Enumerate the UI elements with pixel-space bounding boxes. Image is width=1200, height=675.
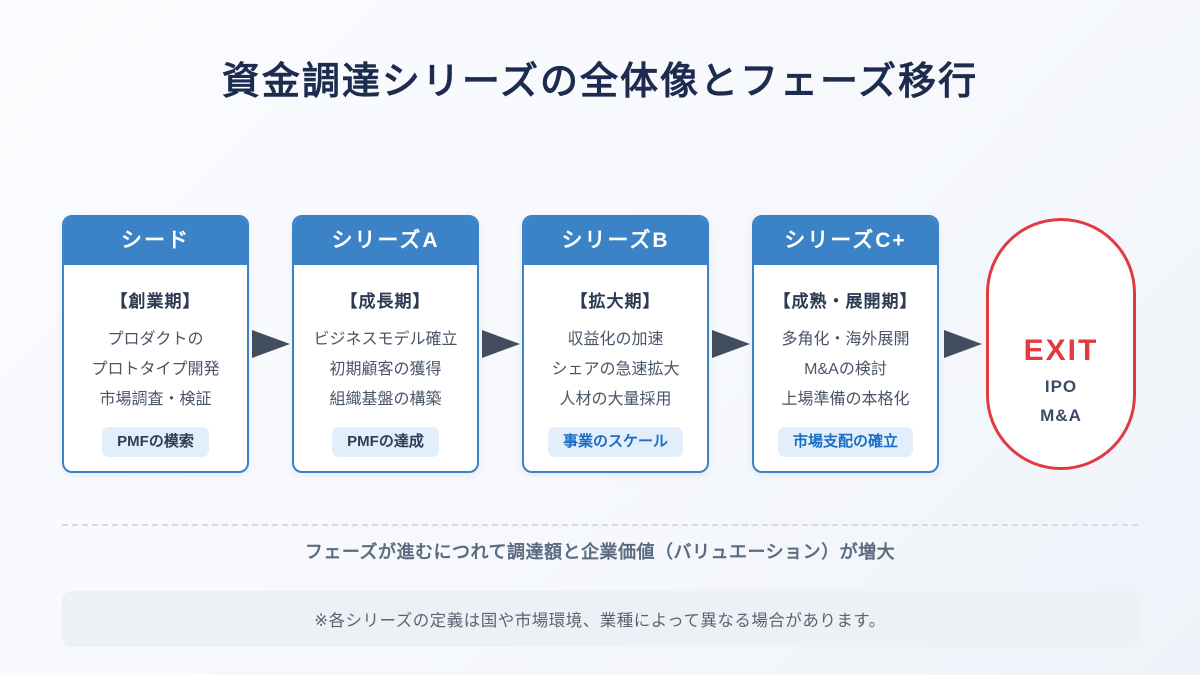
exit-content: EXIT IPO M&A [1024, 334, 1099, 426]
stage-description-line: 上場準備の本格化 [781, 391, 910, 408]
dashed-divider [62, 524, 1138, 526]
stage-description: ビジネスモデル確立 初期顧客の獲得 組織基盤の構築 [313, 325, 457, 415]
arrow-slot [939, 330, 986, 358]
stage-card-seed: シード 【創業期】 プロダクトの プロトタイプ開発 市場調査・検証 PMFの模索 [62, 215, 249, 473]
stage-description-line: プロトタイプ開発 [91, 361, 220, 378]
funding-flow-diagram: シード 【創業期】 プロダクトの プロトタイプ開発 市場調査・検証 PMFの模索… [62, 215, 1138, 473]
exit-title: EXIT [1023, 334, 1099, 367]
stage-description-line: 市場調査・検証 [99, 391, 212, 408]
stage-description-line: ビジネスモデル確立 [313, 331, 458, 348]
arrow-slot [249, 330, 292, 358]
arrow-right-icon [943, 330, 982, 358]
arrow-right-icon [481, 330, 520, 358]
stage-description-line: プロダクトの [107, 331, 204, 348]
stage-card-header: シード [64, 217, 247, 265]
stage-card-header: シリーズB [524, 217, 707, 265]
stage-badge: PMFの模索 [102, 427, 209, 457]
stage-card-header: シリーズA [294, 217, 477, 265]
arrow-right-icon [251, 330, 290, 358]
stage-phase-label: 【創業期】 [110, 292, 201, 311]
stage-description-line: M&Aの検討 [804, 361, 887, 378]
exit-item-ma: M&A [1040, 406, 1082, 425]
stage-card-body: 【成熟・展開期】 多角化・海外展開 M&Aの検討 上場準備の本格化 市場支配の確… [754, 265, 937, 471]
stage-badge: 事業のスケール [547, 427, 683, 457]
stage-badge: PMFの達成 [332, 427, 439, 457]
stage-card-body: 【拡大期】 収益化の加速 シェアの急速拡大 人材の大量採用 事業のスケール [524, 265, 707, 471]
page-title: 資金調達シリーズの全体像とフェーズ移行 [221, 61, 979, 103]
stage-description-line: 組織基盤の構築 [329, 391, 442, 408]
stage-description-line: 収益化の加速 [567, 331, 664, 348]
footnote-box: ※各シリーズの定義は国や市場環境、業種によって異なる場合があります。 [62, 591, 1138, 647]
stage-card-series-b: シリーズB 【拡大期】 収益化の加速 シェアの急速拡大 人材の大量採用 事業のス… [522, 215, 709, 473]
stage-description-line: シェアの急速拡大 [551, 361, 680, 378]
stage-card-series-a: シリーズA 【成長期】 ビジネスモデル確立 初期顧客の獲得 組織基盤の構築 PM… [292, 215, 479, 473]
stage-phase-label: 【拡大期】 [570, 292, 661, 311]
stage-card-header: シリーズC+ [754, 217, 937, 265]
exit-node: EXIT IPO M&A [986, 218, 1136, 470]
stage-card-series-c-plus: シリーズC+ 【成熟・展開期】 多角化・海外展開 M&Aの検討 上場準備の本格化… [752, 215, 939, 473]
stage-card-body: 【創業期】 プロダクトの プロトタイプ開発 市場調査・検証 PMFの模索 [64, 265, 247, 471]
stage-description: 収益化の加速 シェアの急速拡大 人材の大量採用 [551, 325, 679, 415]
stage-description: プロダクトの プロトタイプ開発 市場調査・検証 [91, 325, 219, 415]
arrow-slot [479, 330, 522, 358]
stage-card-body: 【成長期】 ビジネスモデル確立 初期顧客の獲得 組織基盤の構築 PMFの達成 [294, 265, 477, 471]
stage-description-line: 人材の大量採用 [559, 391, 672, 408]
stage-description-line: 初期顧客の獲得 [329, 361, 442, 378]
stage-phase-label: 【成熟・展開期】 [773, 292, 918, 311]
arrow-slot [709, 330, 752, 358]
stage-badge: 市場支配の確立 [777, 427, 913, 457]
stage-description-line: 多角化・海外展開 [781, 331, 910, 348]
footnote-text: ※各シリーズの定義は国や市場環境、業種によって異なる場合があります。 [314, 612, 886, 630]
stage-description: 多角化・海外展開 M&Aの検討 上場準備の本格化 [781, 325, 909, 415]
arrow-right-icon [711, 330, 750, 358]
exit-item-ipo: IPO [1044, 377, 1078, 396]
stage-phase-label: 【成長期】 [340, 292, 431, 311]
valuation-caption: フェーズが進むにつれて調達額と企業価値（バリュエーション）が増大 [304, 542, 896, 562]
